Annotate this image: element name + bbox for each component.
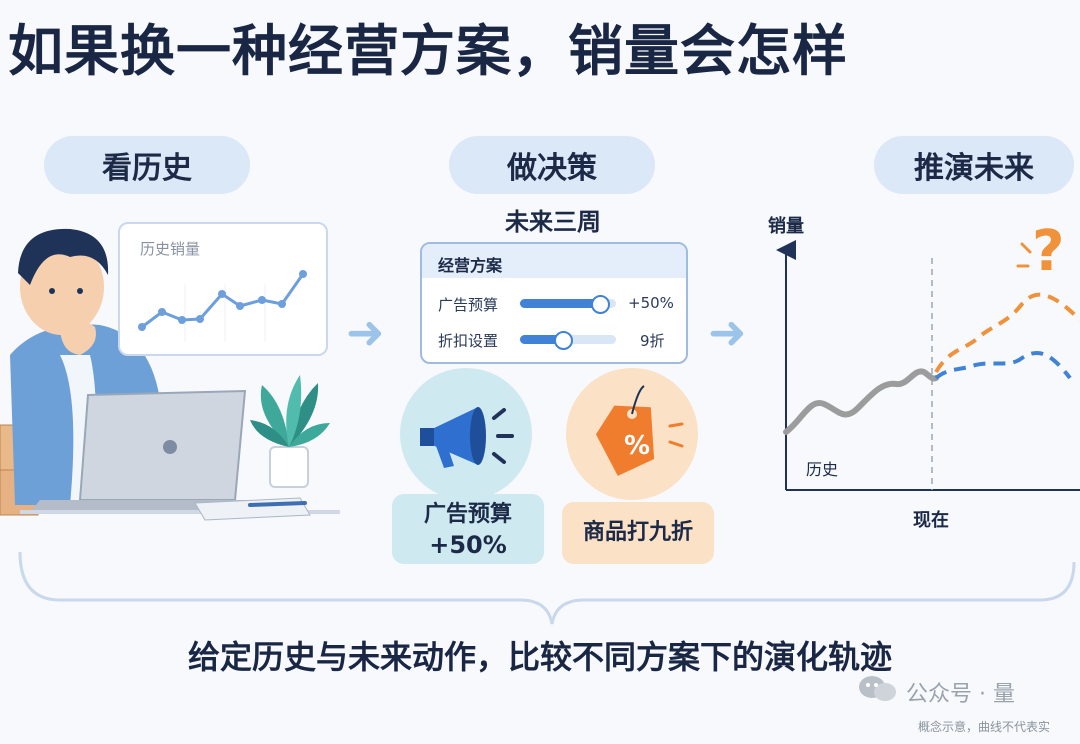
flow-arrow-icon: ➜ <box>708 305 747 359</box>
now-label: 现在 <box>913 510 949 531</box>
scenario-forecast-line <box>934 292 1080 374</box>
megaphone-icon <box>420 407 514 468</box>
history-region-label: 历史 <box>806 460 839 479</box>
ad-budget-slider[interactable] <box>520 299 616 308</box>
ad-budget-slider-fill <box>520 299 600 308</box>
ad-badge-line2: +50% <box>429 531 507 559</box>
watermark-text: 公众号 · 量 <box>906 682 1015 707</box>
discount-label: 折扣设置 <box>438 332 499 350</box>
history-card-title: 历史销量 <box>140 240 201 258</box>
laptop-screen <box>78 389 247 501</box>
ad-budget-slider-knob[interactable] <box>590 295 610 314</box>
hand <box>60 321 96 355</box>
baseline-forecast-line <box>934 350 1072 380</box>
price-tag-icon: % <box>595 385 684 476</box>
ad-budget-badge: 广告预算 +50% <box>392 494 544 564</box>
megaphone-badge <box>400 368 532 500</box>
ad-budget-value: +50% <box>628 294 674 312</box>
y-axis-label: 销量 <box>768 216 804 237</box>
question-mark-icon: ? <box>1032 219 1064 284</box>
period-label: 未来三周 <box>505 208 601 236</box>
discount-slider-knob[interactable] <box>554 331 574 350</box>
page-title: 如果换一种经营方案，销量会怎样 <box>8 19 849 83</box>
disclaimer-note: 概念示意，曲线不代表实 <box>918 720 1051 734</box>
percent-symbol: % <box>624 431 650 461</box>
summary-caption: 给定历史与未来动作，比较不同方案下的演化轨迹 <box>187 638 892 676</box>
hair <box>18 228 109 285</box>
price-tag-badge: % <box>566 368 698 500</box>
wechat-icon <box>858 674 898 704</box>
ad-badge-line1: 广告预算 <box>423 502 512 527</box>
plan-panel-title: 经营方案 <box>438 256 503 275</box>
step-future-label: 推演未来 <box>874 136 1074 194</box>
history-sparkline <box>138 270 307 342</box>
discount-value: 9折 <box>640 332 665 350</box>
desk <box>20 510 340 514</box>
forecast-chart: ? <box>776 219 1080 491</box>
ad-budget-label: 广告预算 <box>438 296 499 314</box>
step-decision-label: 做决策 <box>449 136 655 194</box>
discount-badge: 商品打九折 <box>562 502 714 564</box>
step-history-label: 看历史 <box>44 136 250 194</box>
discount-slider-fill <box>520 335 564 344</box>
summary-brace <box>18 552 1076 625</box>
business-plan-panel: 经营方案 广告预算 +50% 折扣设置 9折 <box>420 242 688 364</box>
plant-pot <box>269 446 309 488</box>
person-at-laptop-illustration <box>0 228 340 521</box>
history-sales-card: 历史销量 <box>118 222 328 356</box>
history-line <box>783 368 939 435</box>
flow-arrow-icon: ➜ <box>346 305 385 359</box>
